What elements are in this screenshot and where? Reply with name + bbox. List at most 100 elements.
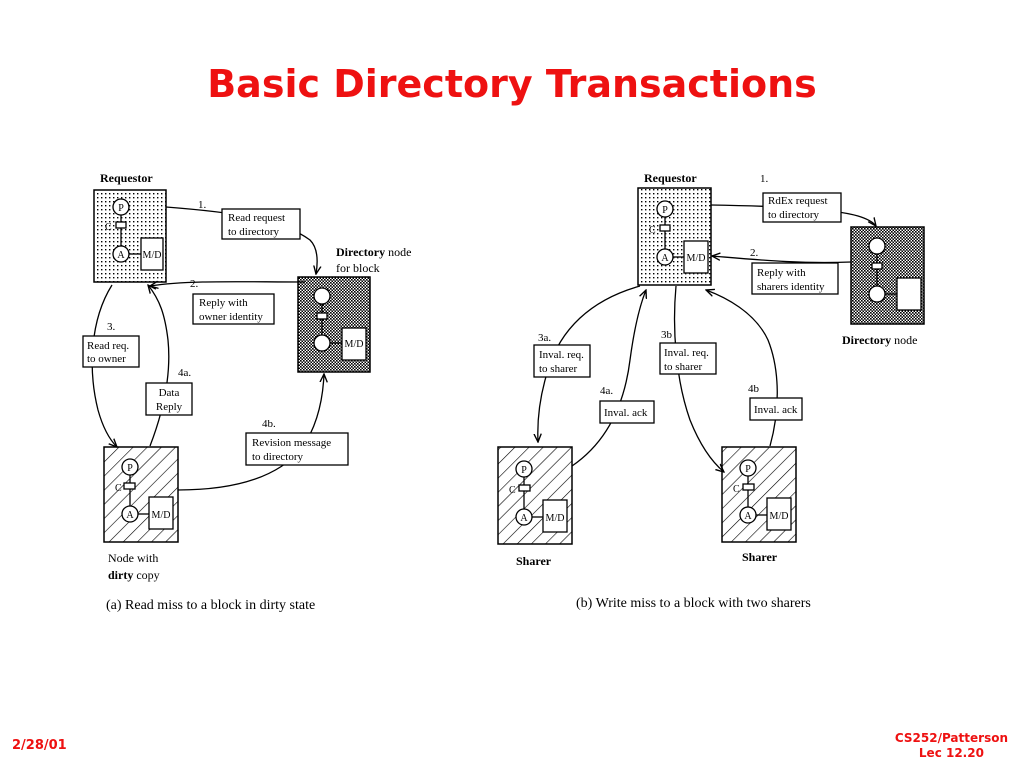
step-number: 4a. bbox=[178, 367, 191, 379]
arrow-step2-b bbox=[712, 256, 852, 264]
diagram-b: P C A M/D Requestor Directory node bbox=[497, 171, 925, 611]
node-c-label: C bbox=[105, 222, 112, 233]
requestor-label-b: Requestor bbox=[644, 171, 697, 185]
step-number: 4a. bbox=[600, 385, 613, 397]
node-a-label: A bbox=[520, 513, 528, 524]
node-md-label: M/D bbox=[770, 511, 789, 522]
requestor-node-a: P C A M/D bbox=[93, 189, 167, 283]
directory-rest-b: node bbox=[891, 333, 917, 347]
arrow-step2-a bbox=[150, 282, 306, 286]
directory-node-b bbox=[850, 226, 925, 325]
arrow-step1-b bbox=[710, 204, 876, 226]
step-number: 1. bbox=[760, 173, 769, 185]
node-a-label: A bbox=[744, 511, 752, 522]
message-line2: to directory bbox=[252, 451, 304, 463]
message-box-step2-b: 2. Reply with sharers identity bbox=[750, 247, 839, 295]
message-line2: to directory bbox=[228, 226, 280, 238]
node-p-label: P bbox=[662, 205, 668, 216]
sharer-label-right-b: Sharer bbox=[742, 550, 778, 564]
node-md-label: M/D bbox=[687, 253, 706, 264]
node-a-label: A bbox=[661, 253, 669, 264]
message-line2: owner identity bbox=[199, 311, 263, 323]
caption-a: (a) Read miss to a block in dirty state bbox=[106, 598, 315, 613]
message-box-step4b-a: 4b. Revision message to directory bbox=[245, 418, 349, 466]
message-line1: Data bbox=[159, 387, 180, 399]
node-md-label: M/D bbox=[546, 513, 565, 524]
slide-title: Basic Directory Transactions bbox=[207, 62, 817, 106]
message-box-step3-a: 3. Read req. to owner bbox=[82, 321, 140, 368]
sharer-node-left-b: P C A M/D bbox=[497, 446, 573, 545]
message-box-step4a-b: 4a. Inval. ack bbox=[599, 385, 655, 424]
node-md-label: M/D bbox=[345, 339, 364, 350]
dirty-label-a-line1: Node with bbox=[108, 551, 158, 565]
node-md-label: M/D bbox=[152, 510, 171, 521]
directory-bold-a: Directory bbox=[336, 245, 385, 259]
step-number: 4b. bbox=[262, 418, 276, 430]
step-number: 3b bbox=[661, 329, 673, 341]
dirty-bold-a: dirty bbox=[108, 568, 133, 582]
node-a-label: A bbox=[117, 250, 125, 261]
node-p-label: P bbox=[521, 465, 527, 476]
directory-label-a-line2: for block bbox=[336, 261, 380, 275]
message-line1: Inval. ack bbox=[604, 407, 648, 419]
message-box-step1-a: 1. Read request to directory bbox=[198, 199, 301, 240]
message-line1: Read req. bbox=[87, 340, 129, 352]
message-box-step3a-b: 3a. Inval. req. to sharer bbox=[533, 332, 591, 378]
message-box-step3b-b: 3b Inval. req. to sharer bbox=[659, 329, 717, 375]
directory-node-a: M/D bbox=[297, 276, 371, 373]
message-line1: Inval. ack bbox=[754, 404, 798, 416]
message-line2: to owner bbox=[87, 353, 126, 365]
arrow-step4b-b bbox=[706, 290, 778, 447]
message-line2: to directory bbox=[768, 209, 820, 221]
footer-course: CS252/Patterson bbox=[894, 731, 1008, 745]
step-number: 3a. bbox=[538, 332, 551, 344]
message-line2: to sharer bbox=[539, 363, 578, 375]
node-c-label: C bbox=[649, 225, 656, 236]
message-line1: Inval. req. bbox=[539, 349, 584, 361]
message-line1: Read request bbox=[228, 212, 285, 224]
arrow-step4a-b bbox=[571, 290, 646, 467]
arrow-step4b-a bbox=[177, 374, 324, 491]
footer-course-info: CS252/Patterson Lec 12.20 bbox=[895, 731, 1008, 761]
sharer-node-right-b: P C A M/D bbox=[721, 446, 797, 543]
arrow-step4a-a bbox=[148, 285, 170, 447]
step-number: 4b bbox=[748, 383, 760, 395]
message-line2: Reply bbox=[156, 401, 183, 413]
directory-label-b: Directory node bbox=[842, 333, 917, 347]
message-line2: to sharer bbox=[664, 361, 703, 373]
arrow-step3-a bbox=[91, 284, 117, 447]
node-c-label: C bbox=[115, 483, 122, 494]
directory-label-a: Directory node bbox=[336, 245, 411, 259]
node-c-label: C bbox=[733, 484, 740, 495]
node-p-label: P bbox=[118, 203, 124, 214]
message-line1: Reply with bbox=[199, 297, 248, 309]
message-line1: Revision message bbox=[252, 437, 331, 449]
diagram-a: P C A M/D Requestor M/D Directory node f… bbox=[82, 171, 411, 613]
dirty-label-a-line2: dirty copy bbox=[108, 568, 160, 582]
step-number: 1. bbox=[198, 199, 207, 211]
dirty-rest-a: copy bbox=[133, 568, 159, 582]
message-line1: Reply with bbox=[757, 267, 806, 279]
dirty-node-a: P C A M/D bbox=[103, 446, 179, 543]
requestor-label-a: Requestor bbox=[100, 171, 153, 185]
message-box-step4b-b: 4b Inval. ack bbox=[748, 383, 803, 421]
message-box-step1-b: 1. RdEx request to directory bbox=[760, 173, 842, 223]
directory-rest-a: node bbox=[385, 245, 411, 259]
message-line2: sharers identity bbox=[757, 281, 825, 293]
message-box-step2-a: 2. Reply with owner identity bbox=[190, 278, 275, 325]
sharer-label-left-b: Sharer bbox=[516, 554, 552, 568]
directory-bold-b: Directory bbox=[842, 333, 891, 347]
node-md-label: M/D bbox=[143, 250, 162, 261]
node-p-label: P bbox=[127, 463, 133, 474]
caption-b: (b) Write miss to a block with two share… bbox=[576, 596, 811, 611]
footer-date: 2/28/01 bbox=[12, 738, 67, 753]
message-line1: Inval. req. bbox=[664, 347, 709, 359]
node-p-label: P bbox=[745, 464, 751, 475]
node-c-label: C bbox=[509, 485, 516, 496]
arrow-step3b-b bbox=[673, 285, 724, 472]
node-a-label: A bbox=[126, 510, 134, 521]
requestor-node-b: P C A M/D bbox=[637, 187, 712, 286]
message-box-step4a-a: 4a. Data Reply bbox=[145, 367, 193, 416]
step-number: 2. bbox=[190, 278, 199, 290]
